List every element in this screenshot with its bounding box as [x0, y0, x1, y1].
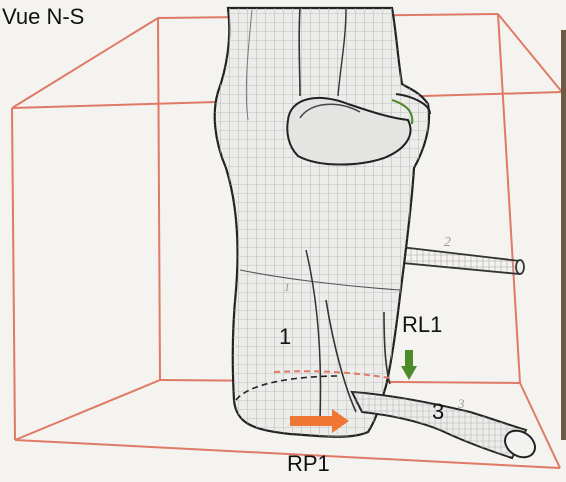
pencil-mark-2: 2 [444, 236, 451, 250]
pencil-mark-1: 1 [284, 281, 290, 293]
photo-edge-strip [561, 30, 566, 440]
view-label: Vue N-S [2, 6, 84, 28]
rp1-label: RP1 [287, 453, 330, 475]
branch-label: 3 [432, 401, 444, 423]
pencil-mark-3: 3 [458, 397, 465, 410]
rl1-label: RL1 [402, 314, 442, 336]
body-label: 1 [279, 326, 291, 348]
